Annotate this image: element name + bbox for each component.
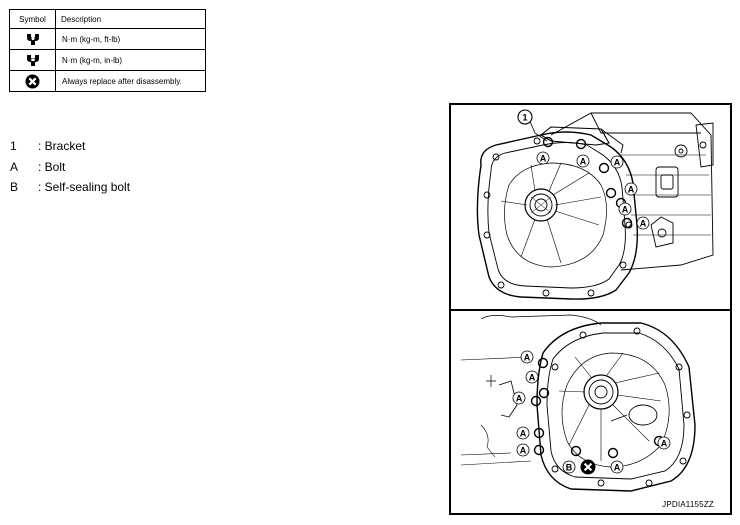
callout-a: A (520, 446, 527, 456)
figure-code: JPDIA1155ZZ (662, 500, 714, 509)
symbol-description: Always replace after disassembly. (55, 70, 206, 92)
transaxle-figure: 1 A A A A A A (449, 103, 732, 515)
symbol-row: N·m (kg-m, ft-lb) (9, 28, 206, 50)
symbol-row: N·m (kg-m, in-lb) (9, 49, 206, 71)
legend-item-self-sealing-bolt: B : Self-sealing bolt (10, 179, 130, 200)
callout-1: 1 (522, 113, 527, 123)
legend-key: B (10, 180, 19, 194)
callout-a: A (622, 205, 629, 215)
legend-key: A (10, 159, 19, 174)
legend: 1 : Bracket A : Bolt B : Self-sealing bolt (10, 138, 130, 200)
symbol-description: N·m (kg-m, in-lb) (55, 49, 206, 71)
legend-item-bolt: A : Bolt (10, 159, 130, 180)
callout-a: A (540, 154, 547, 164)
legend-key: 1 (10, 139, 17, 153)
callout-a: A (524, 353, 531, 363)
symbol-header: Symbol (9, 9, 56, 29)
callout-b: B (566, 463, 573, 473)
callout-a: A (580, 157, 587, 167)
replace-x-icon (580, 459, 596, 475)
top-view-callouts (517, 109, 650, 230)
callout-a: A (614, 158, 621, 168)
callout-a: A (640, 219, 647, 229)
legend-label: : Self-sealing bolt (38, 180, 131, 194)
symbol-table-header: Symbol Description (9, 9, 206, 29)
legend-item-bracket: 1 : Bracket (10, 138, 130, 159)
callout-a: A (516, 394, 523, 404)
small-torque-wrench-icon (26, 55, 39, 66)
callout-a: A (661, 439, 668, 449)
callout-a: A (614, 463, 621, 473)
symbol-row: Always replace after disassembly. (9, 70, 206, 92)
replace-x-icon (25, 74, 40, 88)
legend-label: : Bracket (38, 139, 86, 153)
callout-a: A (628, 185, 635, 195)
figure-divider (451, 309, 730, 311)
callout-a: A (520, 429, 527, 439)
torque-wrench-icon (26, 34, 39, 45)
symbol-description: N·m (kg-m, ft-lb) (55, 28, 206, 50)
transaxle-drawing: 1 A A A A A A (460, 109, 714, 492)
callout-a: A (529, 373, 536, 383)
symbol-table: Symbol Description N·m (kg-m, ft-lb) N·m… (9, 9, 206, 92)
legend-label: : Bolt (38, 159, 66, 174)
description-header: Description (55, 9, 206, 29)
